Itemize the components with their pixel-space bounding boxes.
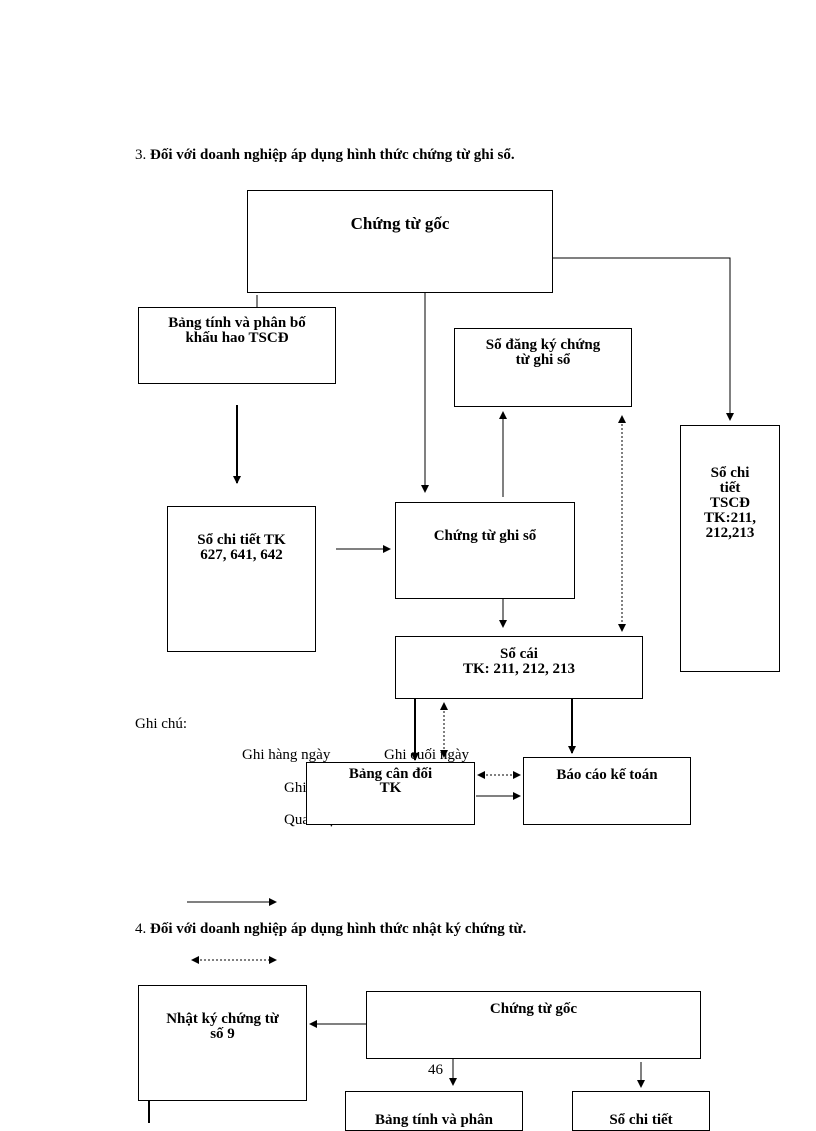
label-chi-tiet-tk-2: 627, 641, 642 (200, 547, 283, 563)
box-so-chi-tiet-2: Sổ chi tiết (572, 1091, 710, 1131)
section-3-title: Đối với doanh nghiệp áp dụng hình thức c… (150, 147, 515, 163)
box-so-dang-ky: Sổ đăng ký chứng từ ghi sổ (454, 328, 632, 407)
legend-line2: Ghi (284, 780, 307, 796)
label-chung-tu-goc-2: Chứng từ gốc (489, 1001, 578, 1017)
section-4-heading: 4. Đối với doanh nghiệp áp dụng hình thứ… (135, 921, 526, 938)
box-bang-tinh-2: Bảng tính và phân (345, 1091, 523, 1131)
box-so-cai: Sổ cái TK: 211, 212, 213 (395, 636, 643, 699)
box-so-chi-tiet-tk: Sổ chi tiết TK 627, 641, 642 (167, 506, 316, 652)
box-bang-tinh-khau-hao: Bảng tính và phân bố khấu hao TSCĐ (138, 307, 336, 384)
label-chung-tu-ghi-so: Chứng từ ghi sổ (433, 528, 537, 544)
label-bang-tinh-2: khấu hao TSCĐ (185, 330, 289, 346)
legend-title: Ghi chú: (135, 716, 188, 732)
section-4-title: Đối với doanh nghiệp áp dụng hình thức n… (150, 921, 527, 937)
label-so-cai-1: Sổ cái (500, 646, 538, 662)
label-so-chi-tiet-2: Sổ chi tiết (609, 1112, 673, 1128)
label-can-doi-1: Bảng cân đối (348, 766, 433, 782)
page-number: 46 (428, 1062, 443, 1078)
label-can-doi-2: TK (379, 780, 402, 796)
label-bang-tinh-2: Bảng tính và phân (375, 1112, 493, 1128)
label-tscd-4: TK:211, (703, 510, 757, 526)
label-bang-tinh-1: Bảng tính và phân bố (168, 315, 306, 331)
label-chung-tu-goc: Chứng từ gốc (350, 214, 450, 233)
arrow-goc-to-tscd (552, 257, 734, 421)
label-so-dang-ky-1: Sổ đăng ký chứng (485, 337, 601, 353)
box-chung-tu-goc: Chứng từ gốc (247, 190, 553, 293)
box-bang-can-doi: Bảng cân đối TK (306, 762, 475, 825)
label-bao-cao: Báo cáo kế toán (556, 767, 658, 783)
box-chung-tu-ghi-so: Chứng từ ghi sổ (395, 502, 575, 599)
label-so-cai-2: TK: 211, 212, 213 (462, 661, 576, 677)
legend-line1b: Ghi cuối ngày (384, 747, 469, 763)
section-3-number: 3. (135, 147, 147, 163)
legend-line1: Ghi hàng ngày (242, 747, 331, 763)
label-tscd-3: TSCĐ (709, 495, 750, 511)
section-4-number: 4. (135, 921, 147, 937)
box-so-chi-tiet-tscd: Sổ chi tiết TSCĐ TK:211, 212,213 (680, 425, 780, 672)
label-tscd-5: 212,213 (705, 525, 755, 541)
label-tscd-1: Sổ chi (710, 465, 750, 481)
box-bao-cao-ke-toan: Báo cáo kế toán (523, 757, 691, 825)
box-nhat-ky-chung-tu: Nhật ký chứng từ số 9 (138, 985, 307, 1101)
section-3-heading: 3. Đối với doanh nghiệp áp dụng hình thứ… (135, 147, 515, 164)
label-nhat-ky-2: số 9 (210, 1026, 235, 1042)
label-nhat-ky-1: Nhật ký chứng từ (166, 1011, 279, 1027)
label-so-dang-ky-2: từ ghi sổ (515, 352, 571, 368)
box-chung-tu-goc-2: Chứng từ gốc (366, 991, 701, 1059)
label-tscd-2: tiết (719, 480, 741, 496)
label-chi-tiet-tk-1: Sổ chi tiết TK (197, 532, 286, 548)
